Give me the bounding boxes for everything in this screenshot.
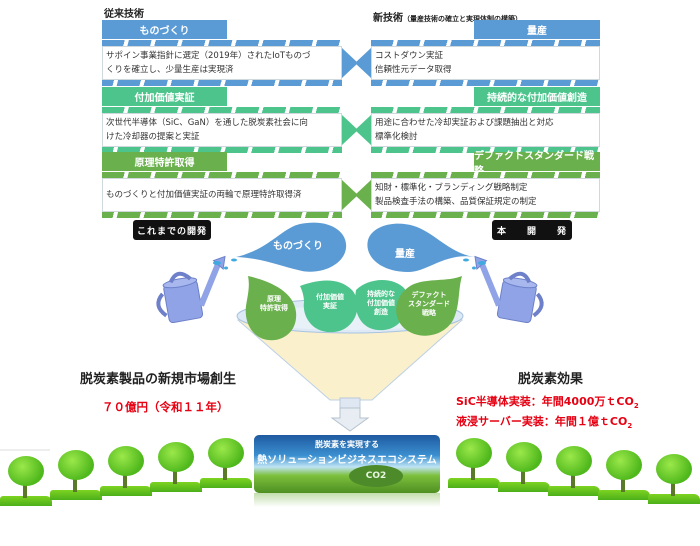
drop-3: [396, 276, 462, 336]
left-section-desc-2: ものづくりと付加価値実証の両輪で原理特許取得済: [102, 178, 342, 212]
drop-0: [245, 276, 297, 341]
tree-trunk: [621, 476, 625, 492]
grass-strip: [648, 494, 700, 504]
main-development-label: 本 開 発: [492, 220, 572, 240]
effect-title: 脱炭素効果: [518, 372, 584, 387]
right-section-desc-0: コストダウン実証 信頼性元データ取得: [371, 46, 600, 80]
ecosystem-line1: 脱炭素を実現する: [315, 440, 379, 449]
grass-strip: [200, 478, 252, 488]
right-section-desc-1: 用途に合わせた冷却実証および課題抽出と対応 標準化検討: [371, 113, 600, 147]
down-arrow-icon: [330, 407, 370, 432]
tree-trunk: [671, 480, 675, 496]
effect-values: SiC半導体実装：年間4000万ｔCO2 液浸サーバー実装：年間１億ｔCO2: [456, 394, 639, 434]
drop-label-de-facto: デファクト スタンダード 戦略: [408, 291, 450, 317]
tree-icon: [656, 454, 692, 484]
grass-strip: [100, 486, 152, 496]
tree-trunk: [521, 468, 525, 484]
tree-icon: [158, 442, 194, 472]
watering-can-icon: [156, 255, 226, 324]
market-title: 脱炭素製品の新規市場創生: [80, 372, 237, 387]
tree-icon: [506, 442, 542, 472]
water-drops-icon: [213, 258, 237, 270]
tree-trunk: [23, 482, 27, 498]
watering-can-icon: [474, 255, 544, 324]
grass-strip: [0, 496, 52, 506]
left-section-desc-0: サポイン事業指針に選定（2019年）されたIoTものづ くりを確立し、少量生産は…: [102, 46, 342, 80]
drop-2: [355, 279, 409, 331]
bubble-label-ryousan: 量産: [395, 249, 415, 260]
tree-icon: [58, 450, 94, 480]
tree-trunk: [173, 468, 177, 484]
tree-icon: [556, 446, 592, 476]
left-section-desc-1: 次世代半導体（SiC、GaN）を通した脱炭素社会に向 けた冷却器の提案と実証: [102, 113, 342, 147]
effect-immersion: 液浸サーバー実装：年間１億ｔCO2: [456, 415, 633, 431]
tree-trunk: [123, 472, 127, 488]
tree-trunk: [571, 472, 575, 488]
bubble-label-monozukuri: ものづくり: [273, 241, 323, 252]
effect-sic: SiC半導体実装：年間4000万ｔCO2: [456, 395, 639, 411]
grass-strip: [50, 490, 102, 500]
co2-tree-icon: CO2: [349, 465, 403, 487]
right-arrow-icon: [342, 48, 358, 78]
grass-strip: [498, 482, 550, 492]
right-section-title-0: 量産: [474, 20, 600, 39]
tree-icon: [108, 446, 144, 476]
left-section-title-1: 付加価値実証: [102, 87, 227, 106]
right-band-2: 知財・標準化・ブランディング戦略制定 製品検査手法の構築、品質保証規定の制定: [355, 172, 600, 218]
grass-strip: [598, 490, 650, 500]
drop-label-sustainable-value: 持続的な 付加価値 創造: [367, 290, 395, 316]
tree-trunk: [223, 464, 227, 480]
grass-strip: [548, 486, 600, 496]
ecosystem-banner: 脱炭素を実現する 熱ソリューションビジネスエコシステム CO2: [254, 435, 440, 493]
tree-trunk: [73, 476, 77, 492]
tree-icon: [456, 438, 492, 468]
right-section-desc-2: 知財・標準化・ブランディング戦略制定 製品検査手法の構築、品質保証規定の制定: [371, 178, 600, 212]
market-value: ７０億円（令和１１年）: [102, 400, 229, 414]
drop-1: [300, 280, 358, 333]
tree-icon: [208, 438, 244, 468]
right-heading: 新技術（量産技術の確立と実現体制の構築）: [373, 13, 522, 24]
drop-label-value-proof: 付加価値 実証: [316, 293, 344, 310]
bubble-monozukuri: [236, 222, 347, 272]
tree-icon: [606, 450, 642, 480]
right-section-title-1: 持続的な付加価値創造: [474, 87, 600, 106]
left-band-0: サポイン事業指針に選定（2019年）されたIoTものづ くりを確立し、少量生産は…: [102, 40, 358, 86]
ecosystem-reflection: [254, 493, 440, 507]
ecosystem-line2: 熱ソリューションビジネスエコシステム: [257, 455, 437, 466]
tree-icon: [8, 456, 44, 486]
left-heading: 従来技術: [104, 9, 144, 20]
right-arrow-icon: [342, 115, 358, 145]
tree-trunk: [471, 464, 475, 480]
past-development-label: これまでの開発: [133, 220, 211, 240]
left-band-2: ものづくりと付加価値実証の両輪で原理特許取得済: [102, 172, 358, 218]
bubble-ryousan: [367, 223, 475, 272]
left-arrow-icon: [355, 48, 371, 78]
left-section-title-0: ものづくり: [102, 20, 227, 39]
right-band-0: コストダウン実証 信頼性元データ取得: [355, 40, 600, 86]
drop-label-patent: 原理 特許取得: [260, 295, 288, 312]
water-drops-icon: [463, 258, 486, 270]
grass-strip: [448, 478, 500, 488]
left-arrow-icon: [355, 180, 371, 210]
left-section-title-2: 原理特許取得: [102, 152, 227, 171]
left-band-1: 次世代半導体（SiC、GaN）を通した脱炭素社会に向 けた冷却器の提案と実証: [102, 107, 358, 153]
grass-strip: [150, 482, 202, 492]
right-band-1: 用途に合わせた冷却実証および課題抽出と対応 標準化検討: [355, 107, 600, 153]
right-arrow-icon: [342, 180, 358, 210]
left-arrow-icon: [355, 115, 371, 145]
